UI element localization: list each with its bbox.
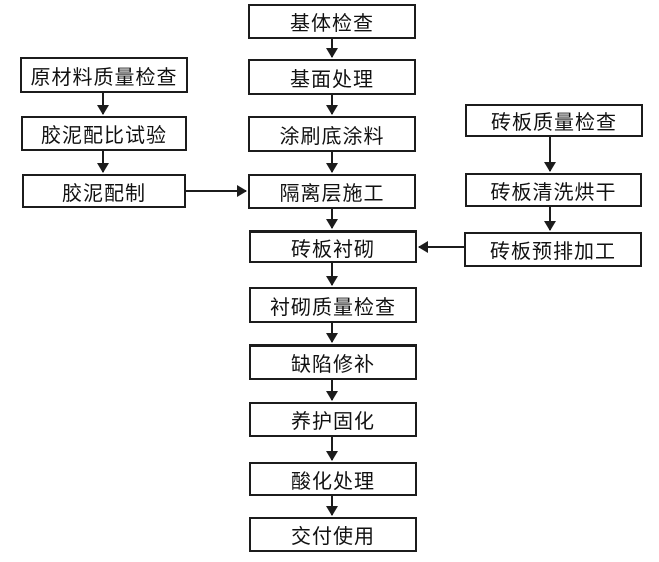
node-apply-primer: 涂刷底涂料	[248, 116, 416, 152]
node-base-inspection: 基体检查	[248, 4, 416, 39]
node-acid-treatment: 酸化处理	[249, 462, 417, 496]
node-brick-lining: 砖板衬砌	[249, 230, 417, 263]
node-curing-solidification: 养护固化	[249, 402, 417, 437]
node-defect-repair: 缺陷修补	[249, 344, 417, 380]
node-lining-quality-check: 衬砌质量检查	[249, 287, 417, 323]
node-delivery-use: 交付使用	[249, 517, 417, 552]
node-brick-quality-check: 砖板质量检查	[465, 104, 643, 137]
node-raw-material-check: 原材料质量检查	[20, 57, 188, 93]
node-brick-prearrange: 砖板预排加工	[464, 232, 642, 267]
node-mortar-ratio-test: 胶泥配比试验	[21, 116, 187, 151]
node-isolation-layer-work: 隔离层施工	[248, 174, 416, 209]
node-mortar-preparation: 胶泥配制	[22, 174, 186, 208]
node-brick-clean-dry: 砖板清洗烘干	[465, 173, 642, 207]
node-surface-treatment: 基面处理	[248, 59, 416, 95]
